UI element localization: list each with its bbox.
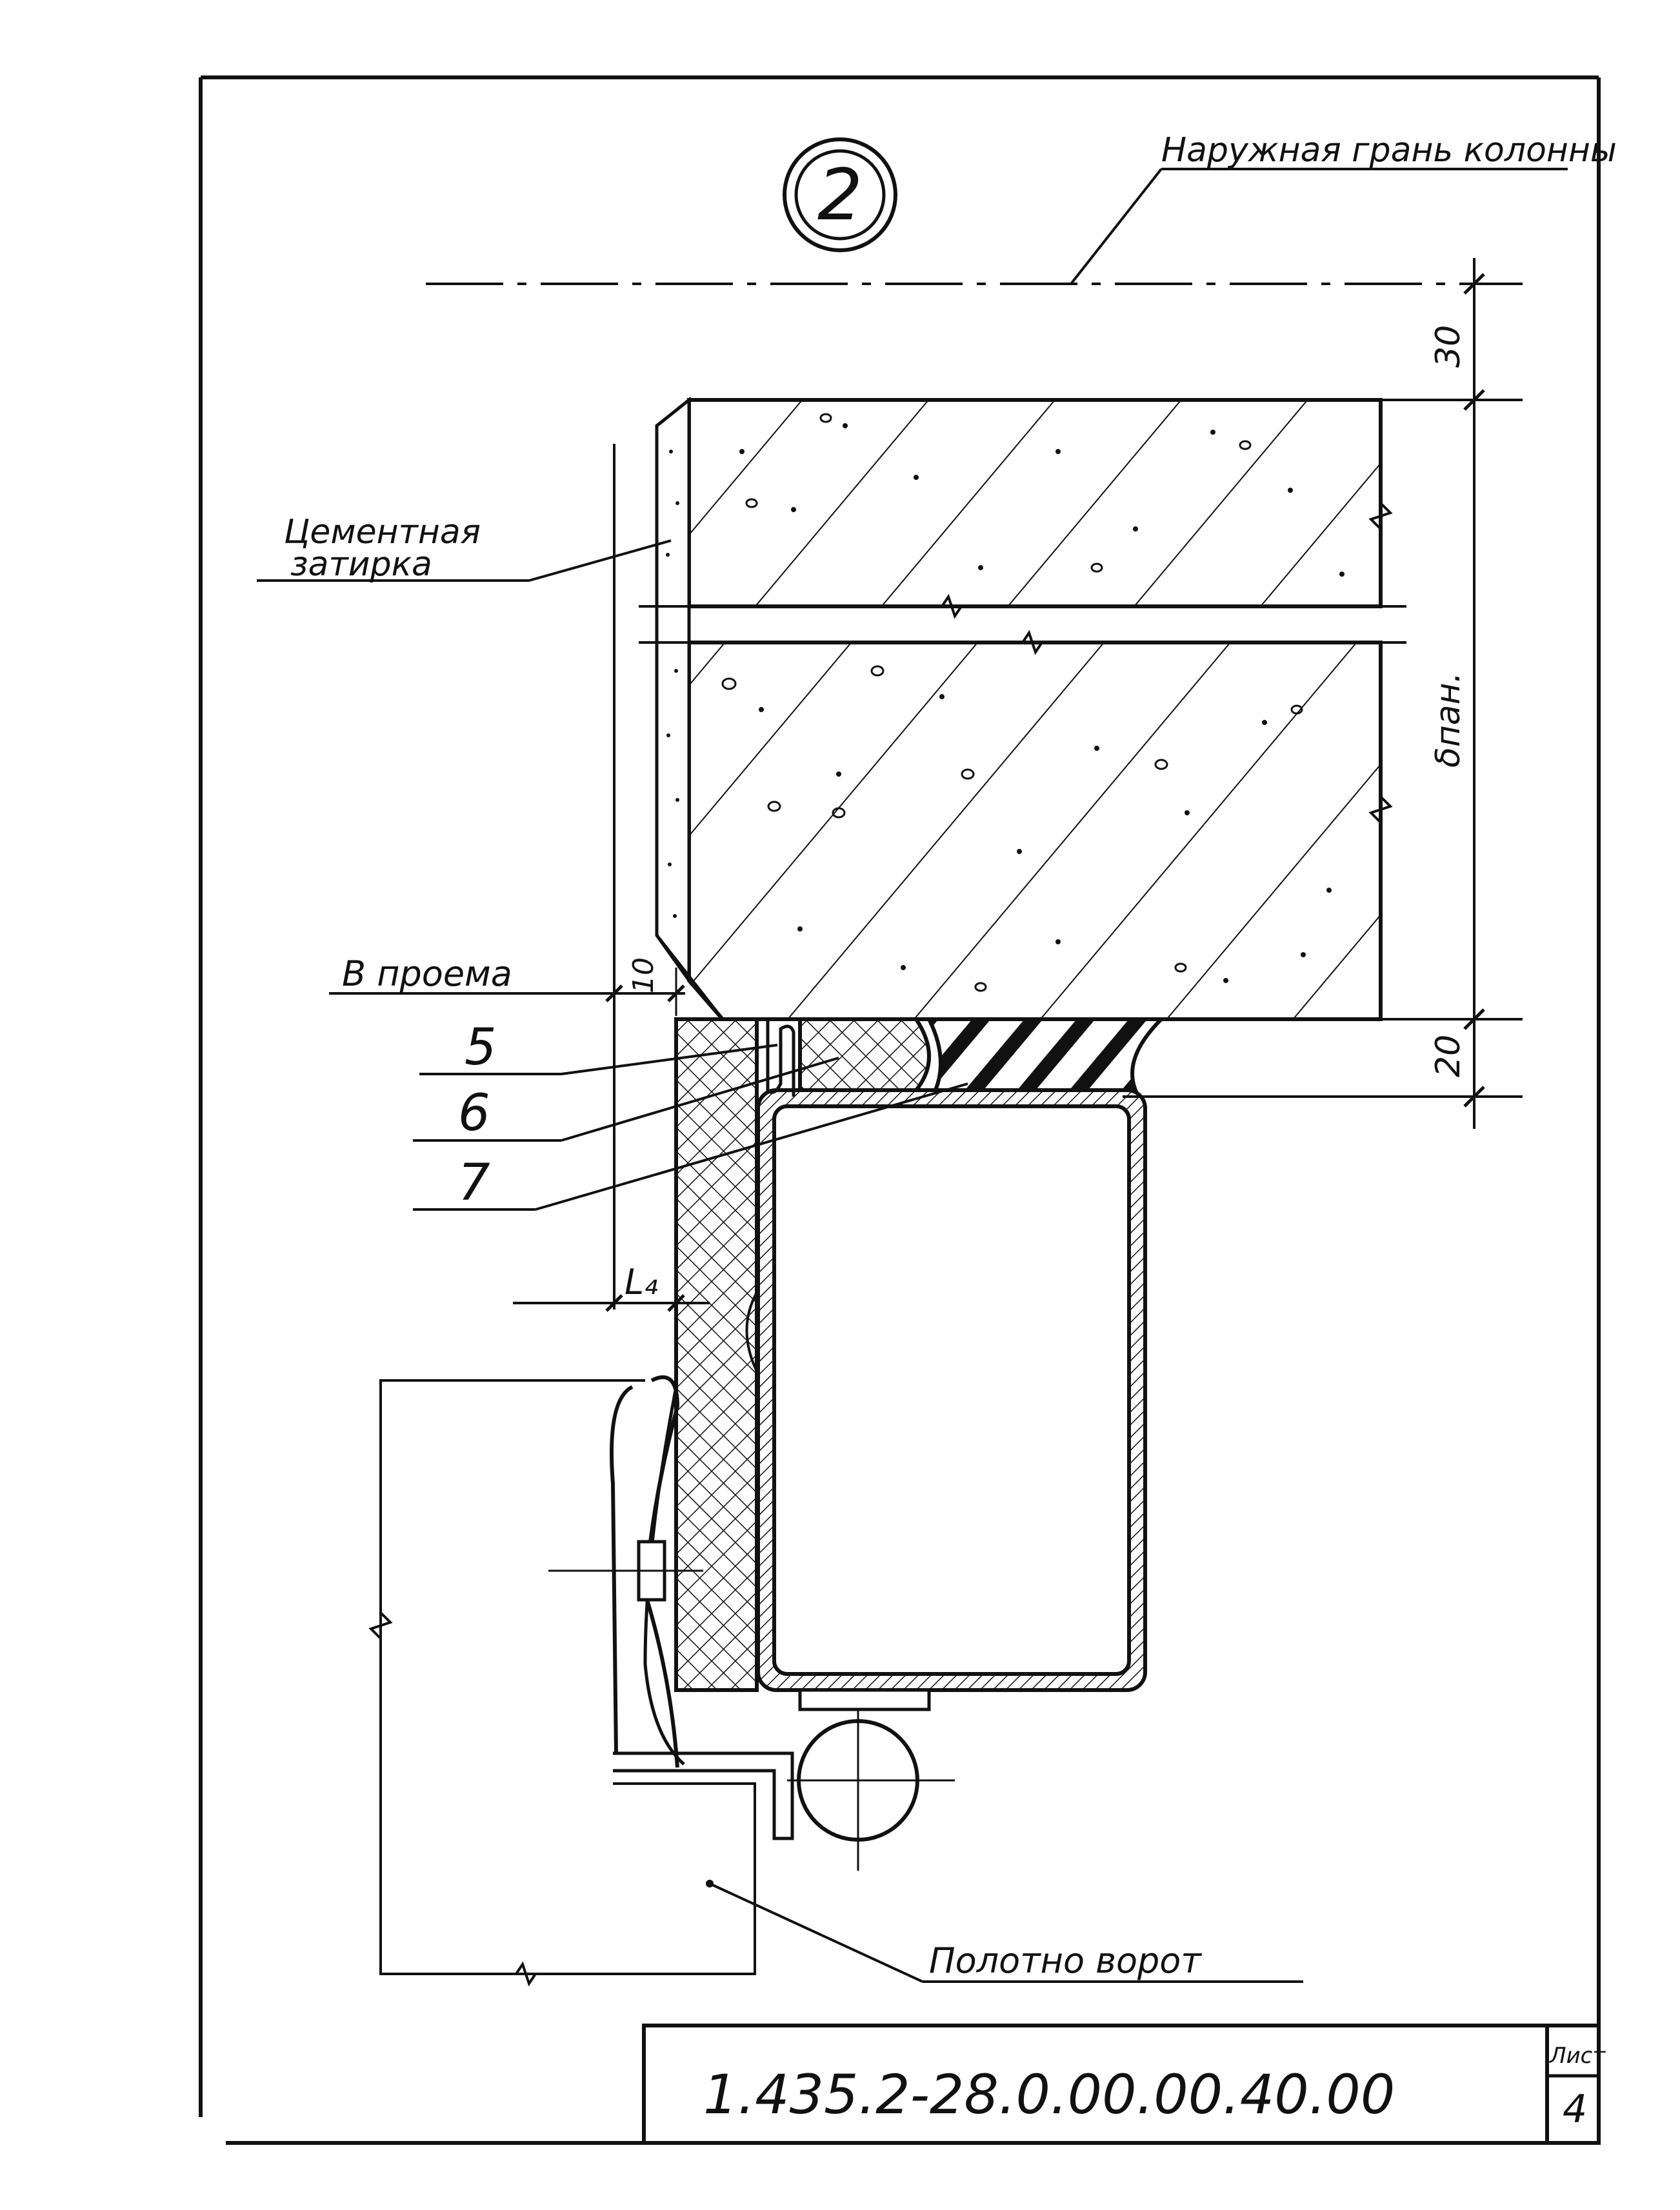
dimension-gap-value: 10 [627,957,660,993]
dimension-top-value: 30 [1429,325,1468,368]
panel-joint-lines [639,605,1406,644]
sheet-number: 4 [1563,2087,1587,2132]
callout-6: 6 [458,1084,490,1142]
document-number: 1.435.2-28.0.00.00.40.00 [703,2063,1395,2126]
sheet-label: Лист [1548,2043,1606,2069]
detail-marker: 2 [783,137,897,252]
steel-tube-profile [756,1088,1147,1692]
gate-leaf: Полотно ворот [368,1375,1303,1987]
dimension-seal-value: 20 [1429,1035,1468,1077]
gate-leaf-label: Полотно ворот [929,1940,1202,1981]
outer-face-label: Наружная грань колонны [1161,131,1617,170]
callout-5: 5 [465,1019,497,1077]
title-block: 1.435.2-28.0.00.00.40.00 Лист 4 [642,2024,1606,2145]
insulation-strip [674,1017,759,1692]
dimension-seal: 20 [1097,1018,1523,1108]
dimension-top: 30 [1381,258,1523,1129]
cement-grout-label-line1: Цементная [284,513,481,552]
concrete-wall-panel [687,398,1393,1021]
dimension-l4: L₄ [513,1262,710,1312]
cement-grout-label-line2: затирка [290,545,432,584]
opening-annotation: В проема 10 [329,953,685,1002]
dimension-panel-thickness: δпан. [1429,672,1485,1030]
dimension-panel-thickness-value: δпан. [1429,672,1468,768]
callout-leaders: 5 6 7 [413,1019,968,1212]
opening-label: В проема [342,953,512,994]
outer-face-annotation: Наружная грань колонны [426,131,1617,285]
detail-marker-number: 2 [817,154,863,236]
callout-7: 7 [458,1154,490,1212]
dimension-l4-value: L₄ [625,1262,658,1302]
cement-grout-layer: Цементная затирка [257,396,724,1020]
